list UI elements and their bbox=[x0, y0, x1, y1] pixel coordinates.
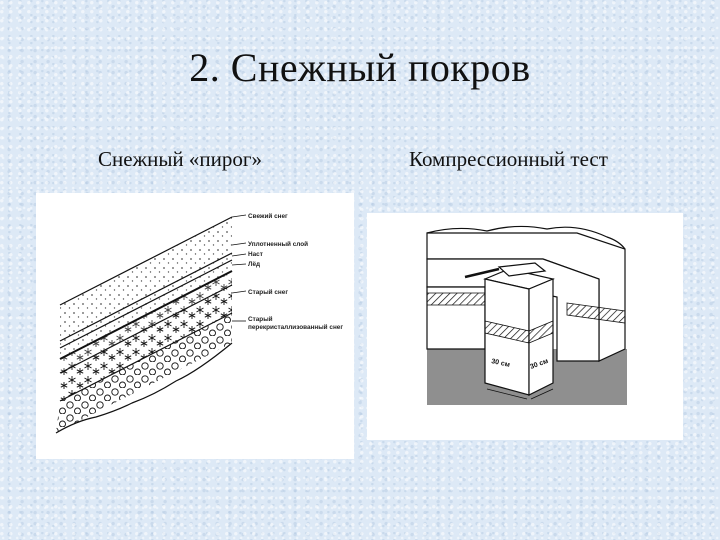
label-fresh-snow: Свежий снег bbox=[248, 212, 288, 220]
label-crust: Наст bbox=[248, 251, 263, 258]
compression-test-diagram: 30 см 30 см bbox=[367, 213, 683, 440]
snowpack-layers-diagram: Свежий снег Уплотненный слой Наст Лёд Ст… bbox=[36, 193, 354, 459]
label-old-snow: Старый снег bbox=[248, 288, 288, 296]
snowpack-illustration: Свежий снег Уплотненный слой Наст Лёд Ст… bbox=[55, 212, 343, 434]
caption-compression-test: Компрессионный тест bbox=[409, 147, 608, 171]
dimension-label-front: 30 см bbox=[491, 358, 511, 369]
label-ice: Лёд bbox=[248, 261, 260, 268]
label-old-snow-line1: Старый bbox=[248, 315, 273, 323]
label-compacted-layer: Уплотненный слой bbox=[248, 240, 308, 248]
label-recrystallized-snow: перекристаллизованный снег bbox=[248, 323, 343, 331]
slide-title: 2. Снежный покров bbox=[189, 45, 531, 90]
caption-snow-cake: Снежный «пирог» bbox=[98, 147, 263, 171]
compression-test-illustration: 30 см 30 см bbox=[426, 225, 627, 405]
